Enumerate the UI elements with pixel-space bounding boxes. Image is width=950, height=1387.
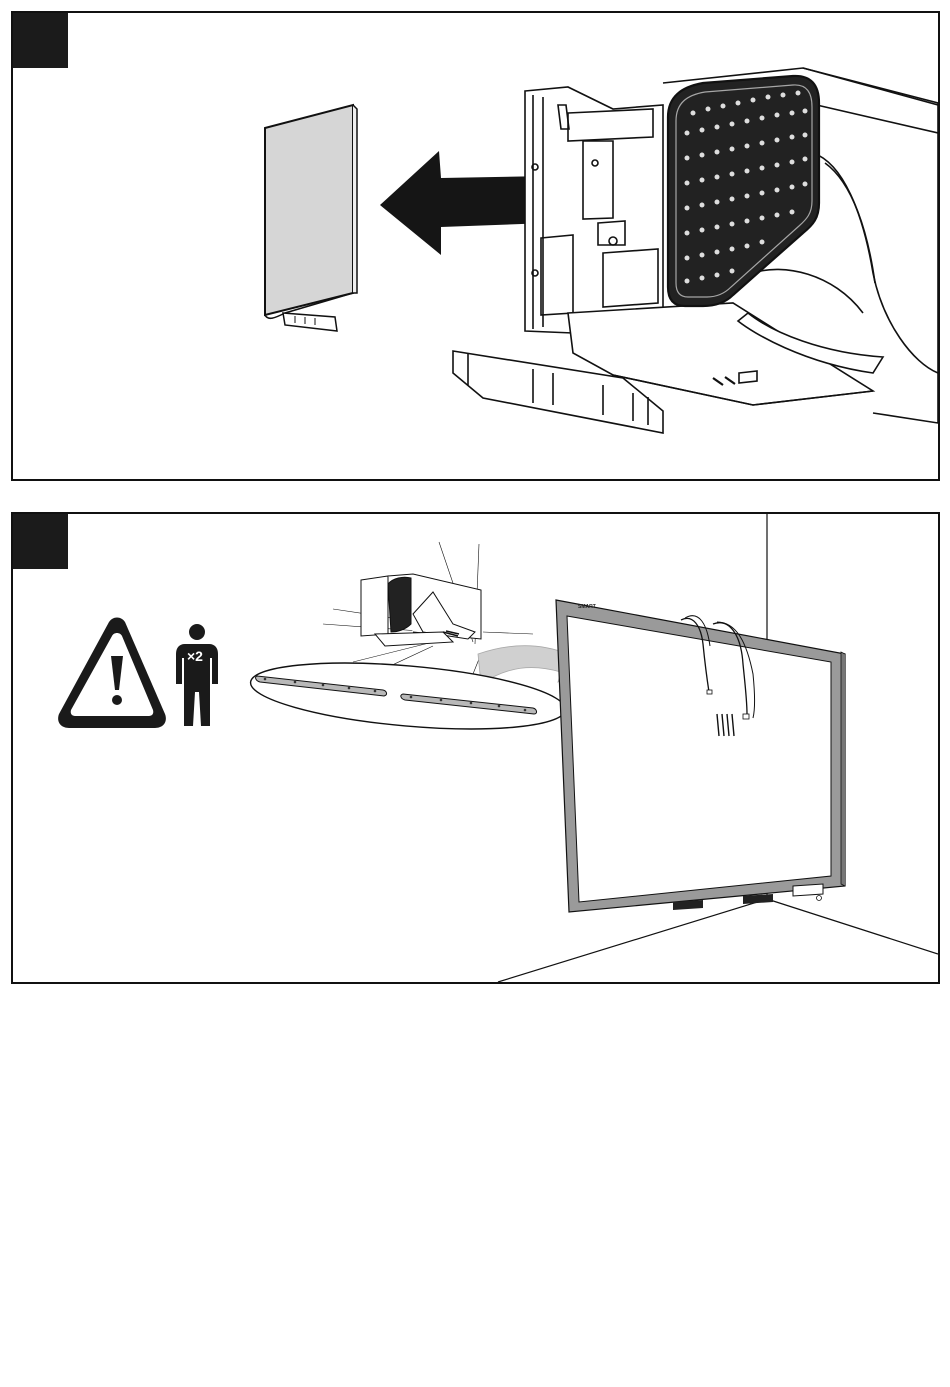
mount-projector-illustration: ×2 [13, 514, 938, 982]
warning-triangle-icon [58, 618, 166, 729]
remove-cover-illustration [13, 13, 938, 479]
step-panel-1 [11, 11, 940, 481]
filter-cover-icon [265, 105, 357, 331]
whiteboard-icon: SMART [556, 600, 845, 912]
two-person-count-label: ×2 [187, 648, 203, 664]
step-panel-2: ×2 [11, 512, 940, 984]
whiteboard-brand-label: SMART [578, 604, 596, 610]
projector-head-icon [453, 68, 938, 433]
two-person-lift-icon: ×2 [176, 624, 218, 726]
